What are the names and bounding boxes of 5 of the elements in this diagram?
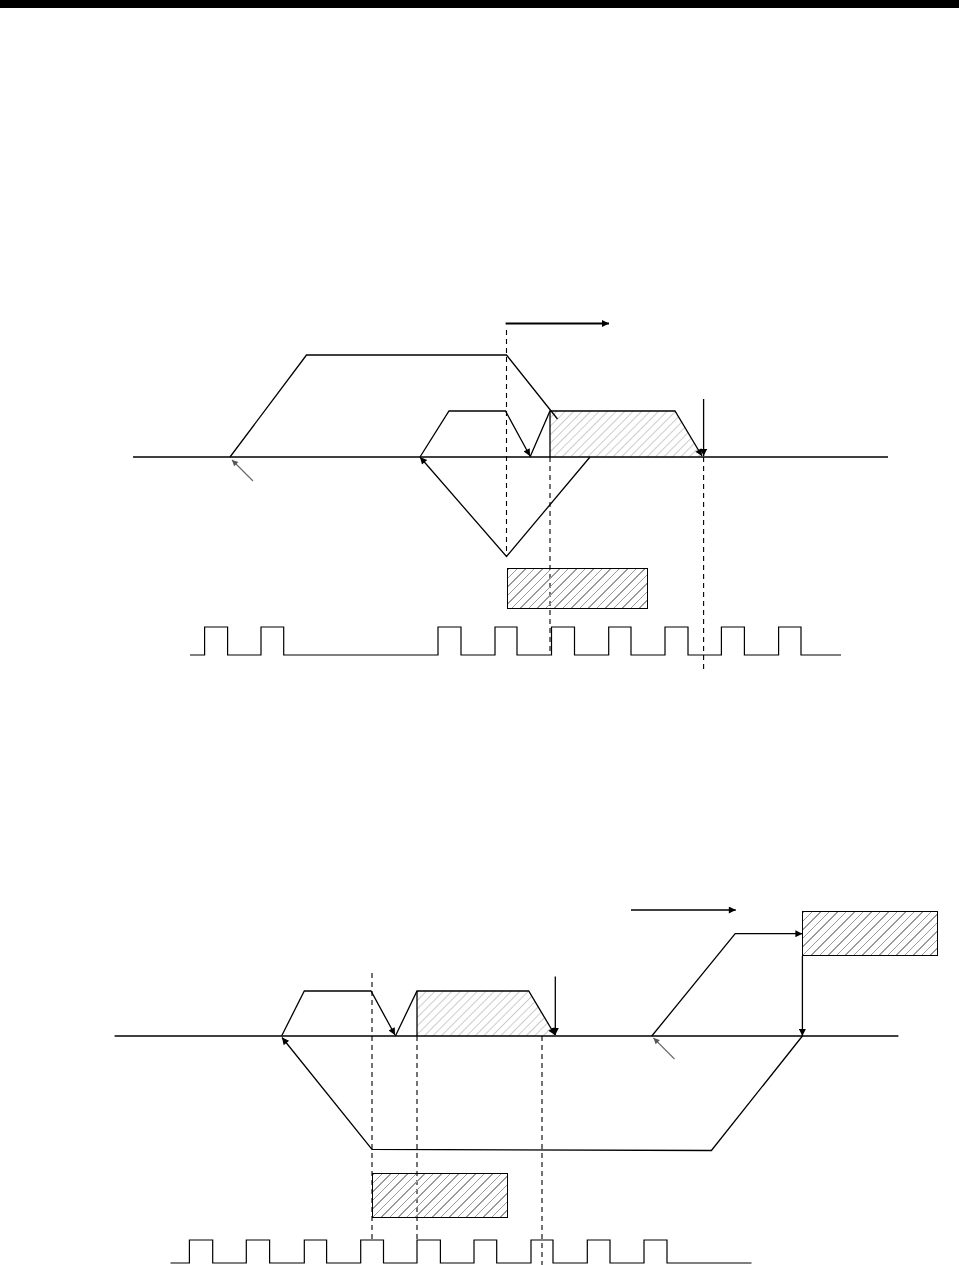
hatched-box <box>802 911 939 956</box>
hatched-box <box>372 1172 508 1219</box>
hatched-box <box>506 568 648 609</box>
arrow <box>651 930 804 1037</box>
arrow <box>798 955 806 1037</box>
